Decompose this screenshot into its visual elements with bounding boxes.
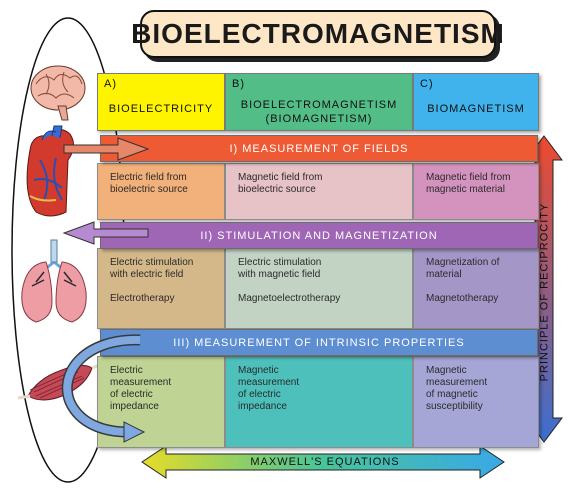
- cell-row2-col1: Electric stimulation with electric field…: [97, 248, 225, 329]
- cell-text: Electric stimulation with electric field: [110, 257, 194, 280]
- cell-text: Electric measurement of electric impedan…: [110, 365, 172, 412]
- cell-row2-col2: Electric stimulation with magnetic field…: [225, 248, 413, 329]
- column-letter: B): [232, 78, 245, 90]
- maxwell-label: MAXWELL'S EQUATIONS: [250, 456, 400, 468]
- column-label-wrap: BIOELECTROMAGNETISM (BIOMAGNETISM): [226, 98, 412, 126]
- brain-icon: [30, 65, 86, 121]
- column-label-wrap: BIOELECTRICITY: [98, 102, 224, 116]
- cell-row3-col3: Magnetic measurement of magnetic suscept…: [413, 356, 539, 448]
- band-row2: II) STIMULATION AND MAGNETIZATION: [100, 222, 538, 249]
- cell-text: Electric field from bioelectric source: [110, 172, 188, 195]
- column-letter: C): [420, 78, 434, 90]
- column-label: BIOMAGNETISM: [427, 103, 525, 115]
- maxwell-arrow: [141, 445, 505, 479]
- cell-row3-col2: Magnetic measurement of electric impedan…: [225, 356, 413, 448]
- column-letter: A): [104, 78, 117, 90]
- column-header-3: C) BIOMAGNETISM: [413, 73, 539, 131]
- cell-text: Magnetic measurement of magnetic suscept…: [426, 365, 488, 412]
- cell-therapy: Magnetotherapy: [426, 293, 499, 304]
- column-header-1: A) BIOELECTRICITY: [97, 73, 225, 131]
- diagram-title: BIOELECTROMAGNETISM: [131, 10, 504, 58]
- arrow-heart-to-fields: [63, 137, 150, 161]
- cell-text: Magnetic field from bioelectric source: [238, 172, 323, 195]
- column-sublabel: (BIOMAGNETISM): [265, 113, 373, 125]
- column-label-wrap: BIOMAGNETISM: [414, 102, 538, 116]
- column-label: BIOELECTRICITY: [108, 103, 214, 115]
- cell-text: Magnetic field from magnetic material: [426, 172, 511, 195]
- column-label: BIOELECTROMAGNETISM: [240, 99, 398, 111]
- cell-text: Magnetization of material: [426, 257, 500, 280]
- arrow-stimulation-to-lungs: [62, 221, 149, 245]
- cell-row1-col3: Magnetic field from magnetic material: [413, 163, 539, 220]
- cell-therapy: Magnetoelectrotherapy: [238, 293, 341, 304]
- cell-row1-col2: Magnetic field from bioelectric source: [225, 163, 413, 220]
- cell-therapy: Electrotherapy: [110, 293, 175, 304]
- cell-text: Magnetic measurement of electric impedan…: [238, 365, 300, 412]
- column-header-2: B) BIOELECTROMAGNETISM (BIOMAGNETISM): [225, 73, 413, 131]
- cell-row1-col1: Electric field from bioelectric source: [97, 163, 225, 220]
- cell-text: Electric stimulation with magnetic field: [238, 257, 322, 280]
- band-row1: I) MEASUREMENT OF FIELDS: [100, 135, 538, 162]
- band-row3: III) MEASUREMENT OF INTRINSIC PROPERTIES: [100, 329, 538, 356]
- lungs-icon: [21, 239, 87, 323]
